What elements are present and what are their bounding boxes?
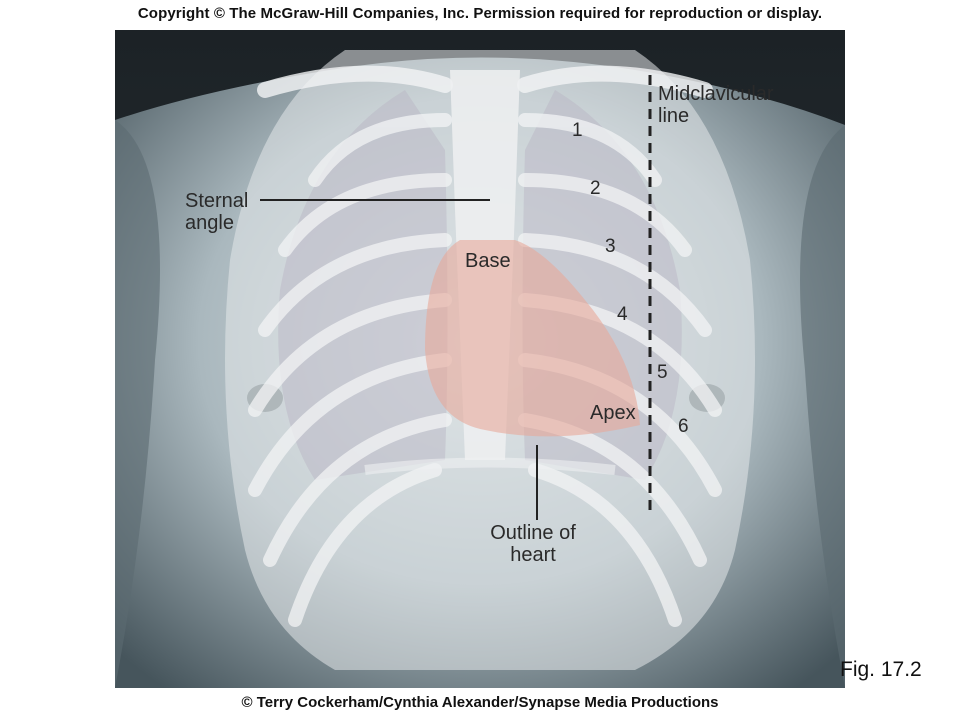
left-clavicle <box>257 65 453 98</box>
copyright-notice: Copyright © The McGraw-Hill Companies, I… <box>137 5 823 22</box>
right-clavicle <box>517 65 713 98</box>
rib-number-1: 1 <box>572 120 583 141</box>
thorax-illustration <box>115 30 845 688</box>
left-ribs <box>248 113 452 627</box>
rib-number-4: 4 <box>617 304 628 325</box>
rib-number-6: 6 <box>678 416 689 437</box>
photo-credit: © Terry Cockerham/Cynthia Alexander/Syna… <box>241 694 719 711</box>
figure-number: Fig. 17.2 <box>840 658 922 681</box>
chest-photo <box>115 30 845 688</box>
diaphragm <box>364 457 616 475</box>
midclavicular-line-label: Midclavicular line <box>658 83 774 127</box>
rib-number-3: 3 <box>605 236 616 257</box>
outline-of-heart-label: Outline of heart <box>490 522 576 566</box>
heart-outline <box>425 240 640 437</box>
rib-number-5: 5 <box>657 362 668 383</box>
base-label: Base <box>465 250 511 272</box>
apex-label: Apex <box>590 402 636 424</box>
sternal-angle-label: Sternal angle <box>185 190 249 234</box>
rib-number-2: 2 <box>590 178 601 199</box>
